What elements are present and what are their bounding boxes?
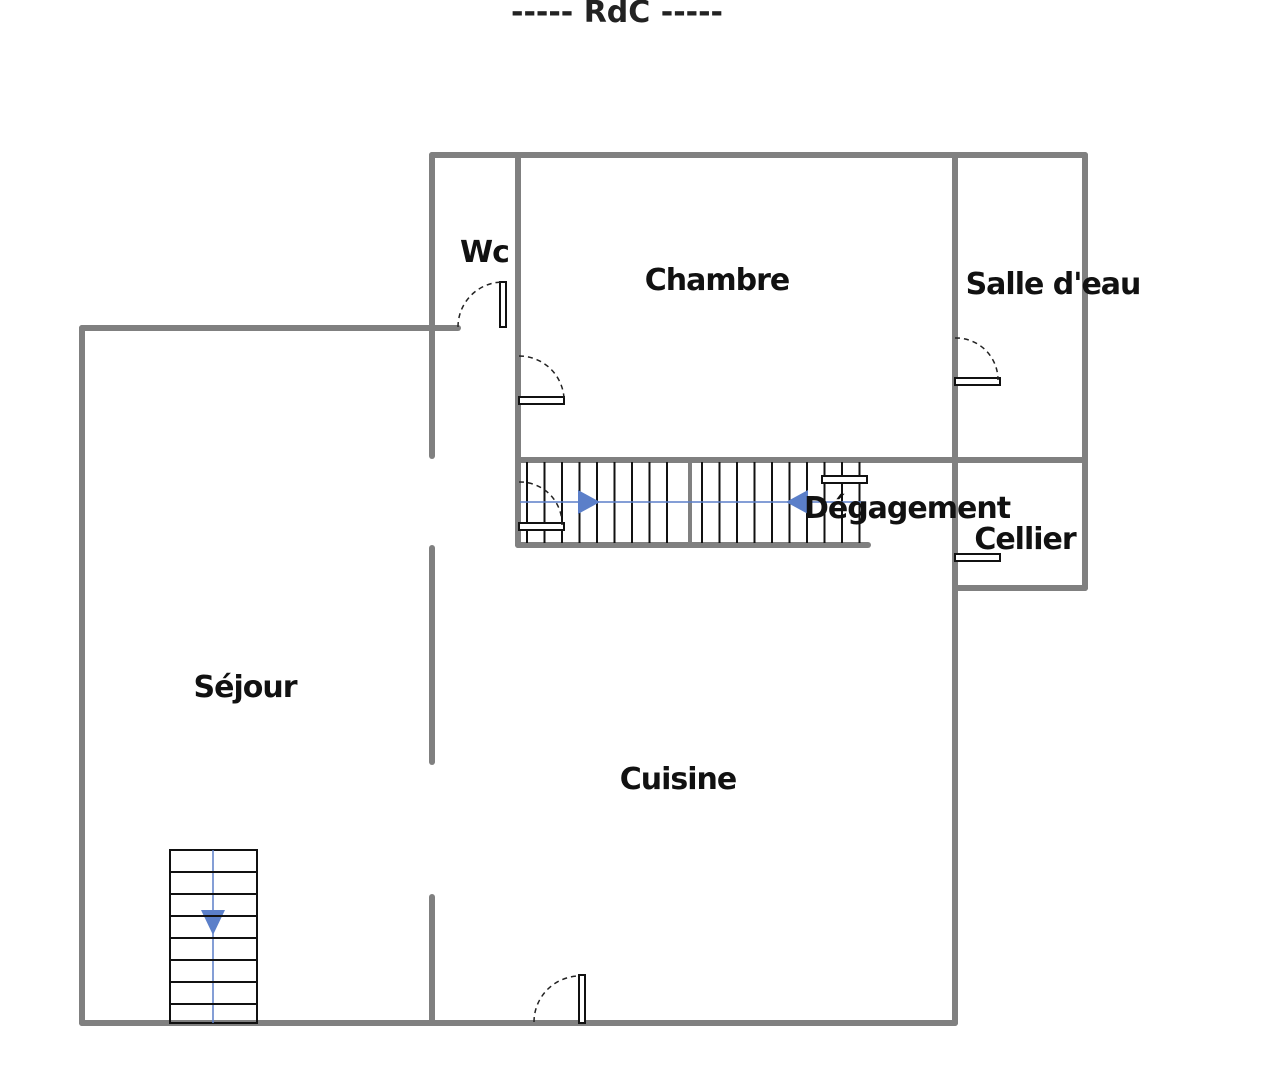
room-label-degagement: Dégagement: [804, 491, 1011, 526]
door-entry: [578, 974, 586, 1024]
stair-arrow-down-icon: [201, 910, 225, 935]
room-label-cellier: Cellier: [974, 522, 1077, 557]
door-cellier: [954, 553, 1001, 562]
door-chambre: [518, 396, 565, 405]
door-degagement: [821, 475, 868, 484]
room-label-wc: Wc: [460, 235, 509, 270]
door-wc: [499, 281, 507, 328]
room-label-cuisine: Cuisine: [620, 762, 737, 797]
stair-arrow-right-icon: [578, 490, 600, 514]
room-label-salle-eau: Salle d'eau: [966, 267, 1141, 302]
sejour-staircase: [169, 849, 258, 1024]
main-staircase: [520, 462, 866, 543]
room-label-chambre: Chambre: [645, 263, 790, 298]
door-salle-eau: [954, 377, 1001, 386]
room-label-sejour: Séjour: [194, 670, 298, 705]
door-stair: [518, 522, 565, 531]
walls: [79, 152, 1088, 1026]
floor-title: ----- RdC -----: [511, 0, 723, 30]
doors: [457, 281, 1001, 1024]
stair-arrow-left-icon: [786, 490, 808, 514]
room-labels: Wc Chambre Salle d'eau Dégagement Cellie…: [194, 235, 1142, 797]
